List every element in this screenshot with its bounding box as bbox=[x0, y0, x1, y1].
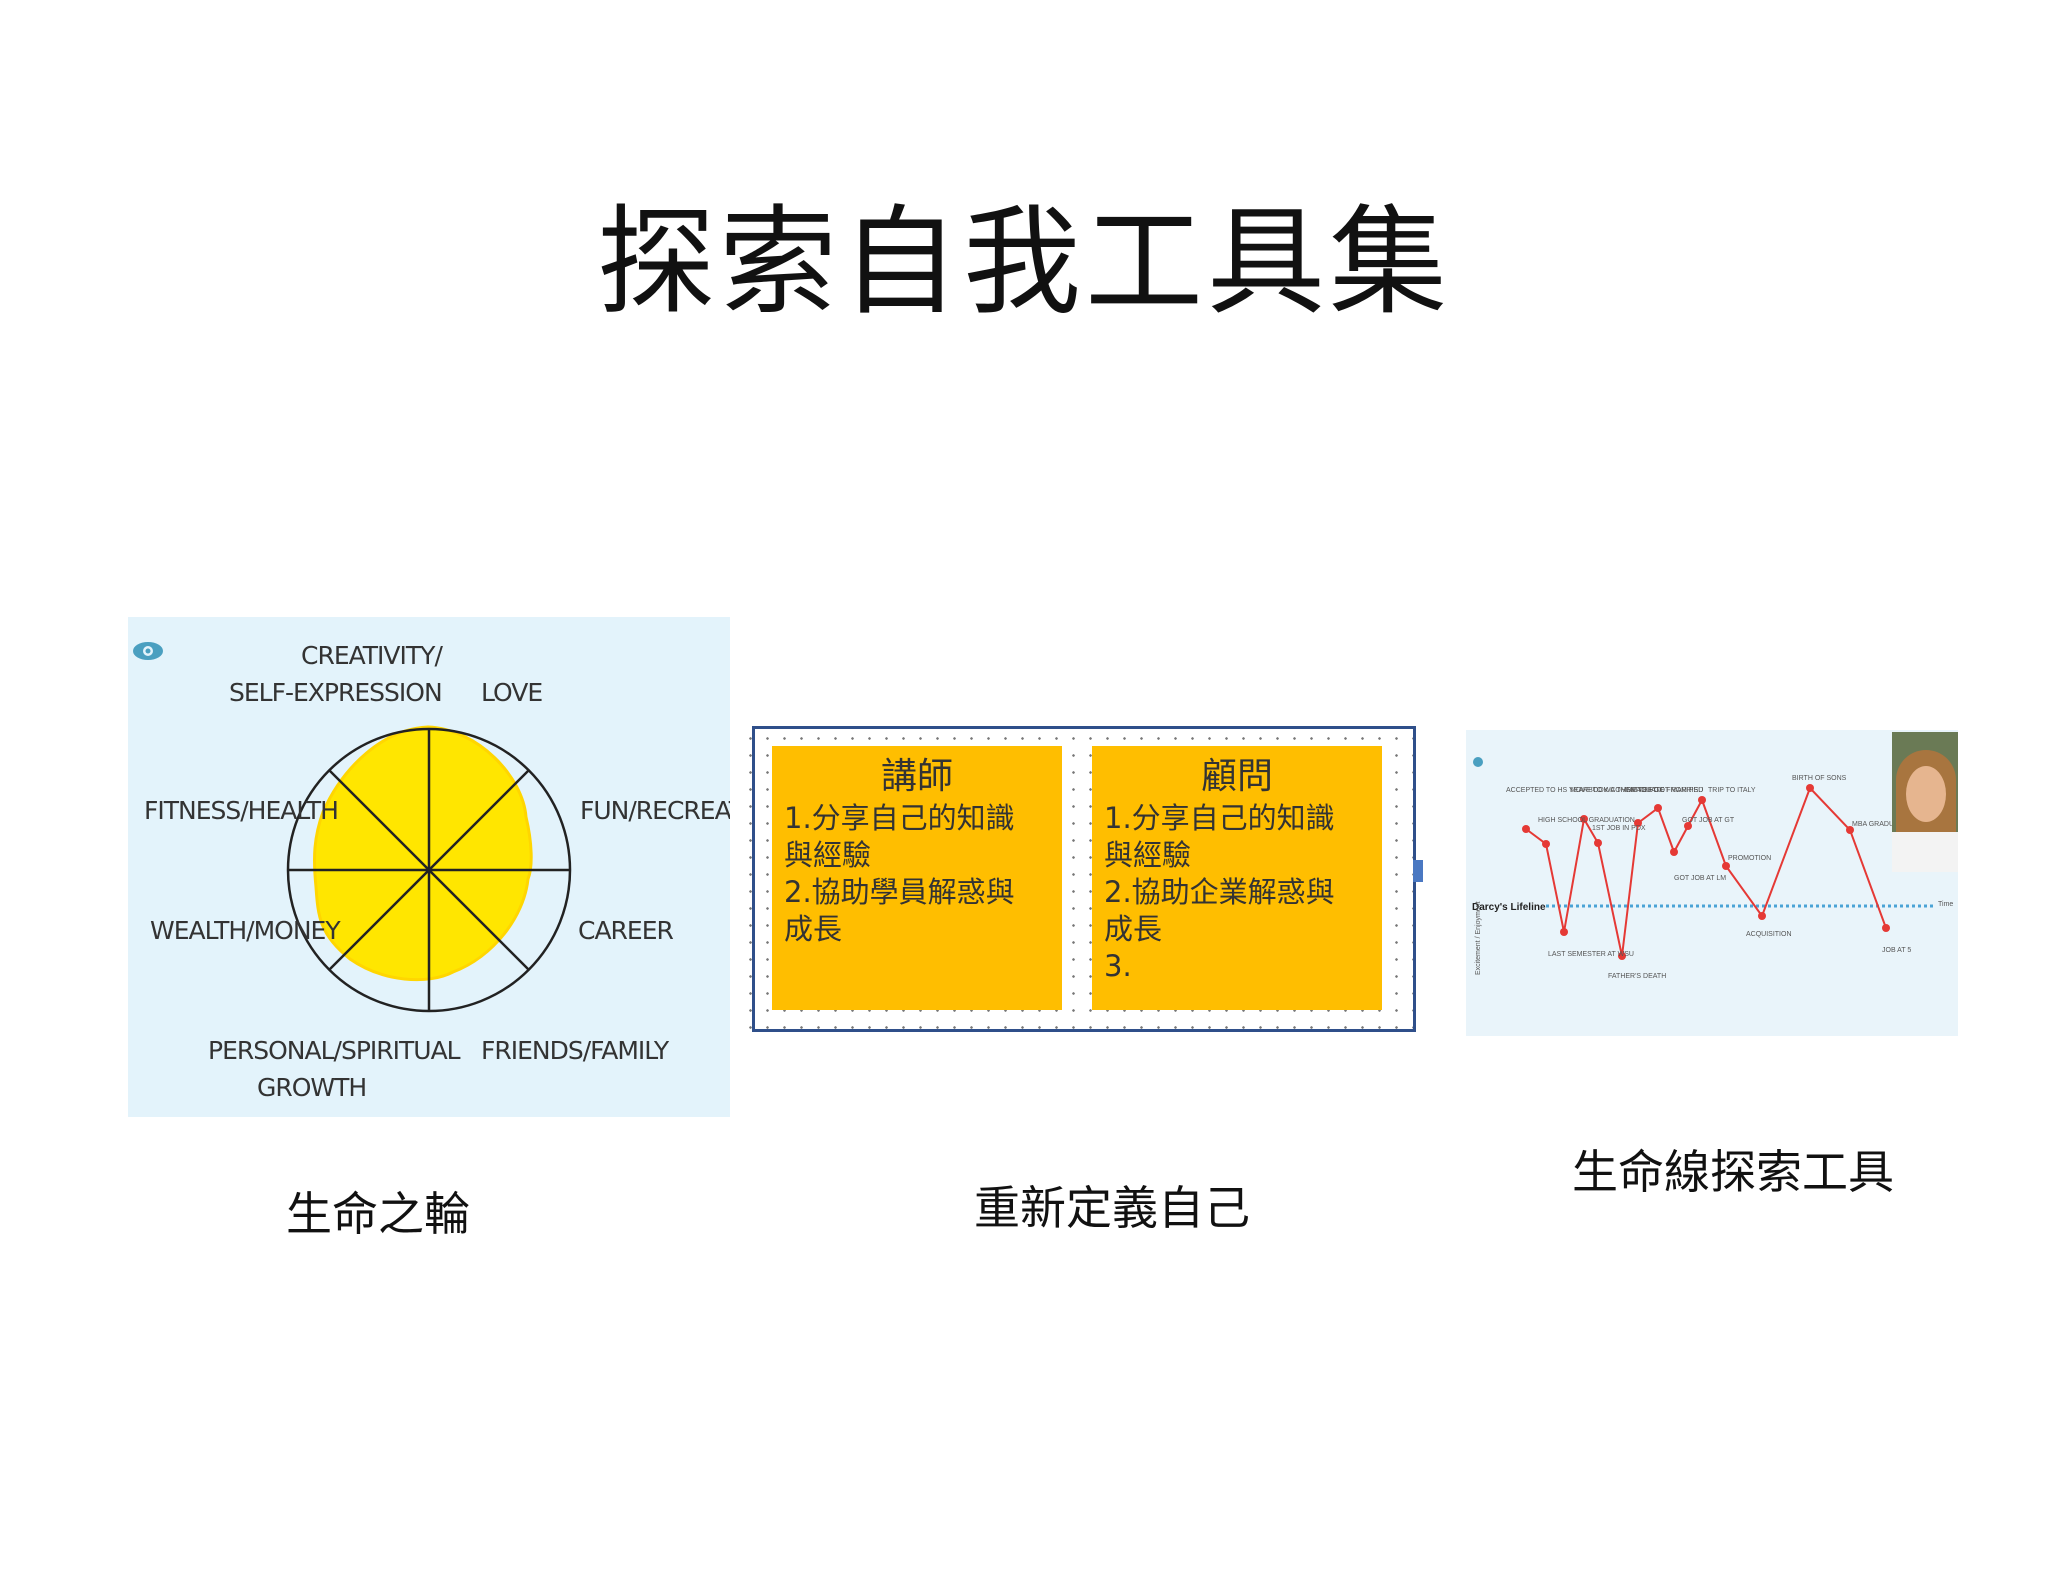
lifeline-event-labels: ACCEPTED TO HS YEARBOOK COMMITTEE HIGH S… bbox=[1506, 775, 1915, 980]
event-label: ACQUISITION bbox=[1746, 931, 1792, 938]
consultant-line: 1.分享自己的知識 bbox=[1104, 801, 1335, 835]
info-icon bbox=[1473, 757, 1483, 767]
label-friends-family: FRIENDS/FAMILY bbox=[481, 1036, 670, 1065]
lecturer-line: 成長 bbox=[784, 912, 843, 946]
lifeline-image: Darcy's Lifeline Time Excitement / Enjoy… bbox=[1466, 730, 1958, 1036]
label-personal-spiritual: PERSONAL/SPIRITUAL bbox=[208, 1036, 461, 1065]
wheel-spokes bbox=[288, 729, 570, 1011]
event-label: HIGH SCHOOL GRADUATION bbox=[1538, 817, 1635, 824]
event-label: GRADUATE FROM PSU bbox=[1626, 787, 1703, 794]
consultant-heading: 顧問 bbox=[1200, 756, 1273, 797]
label-wealth-money: WEALTH/MONEY bbox=[150, 916, 341, 945]
redefine-self-image: 講師 1.分享自己的知識 與經驗 2.協助學員解惑與 成長 顧問 1.分享自己的… bbox=[738, 726, 1424, 1036]
lecturer-line: 1.分享自己的知識 bbox=[784, 801, 1015, 835]
consultant-line: 2.協助企業解惑與 bbox=[1104, 875, 1335, 909]
label-self-expression: SELF-EXPRESSION bbox=[229, 678, 442, 707]
consultant-line: 3. bbox=[1104, 949, 1132, 983]
event-label: GOT MARRIED bbox=[1654, 787, 1703, 794]
person-photo bbox=[1892, 732, 1958, 872]
label-love: LOVE bbox=[481, 678, 542, 707]
lecturer-box: 講師 1.分享自己的知識 與經驗 2.協助學員解惑與 成長 bbox=[772, 746, 1062, 1010]
label-career: CAREER bbox=[578, 916, 674, 945]
event-label: LAST SEMESTER AT WSU bbox=[1548, 951, 1634, 958]
event-label: TRIP TO ITALY bbox=[1708, 787, 1756, 794]
event-label: GOT JOB AT GT bbox=[1682, 817, 1735, 824]
lifeline-path bbox=[1525, 786, 1887, 957]
lifeline-name: Darcy's Lifeline bbox=[1472, 902, 1546, 913]
lecturer-heading: 講師 bbox=[880, 756, 953, 797]
label-creativity: CREATIVITY/ bbox=[301, 641, 443, 670]
x-axis-label: Time bbox=[1938, 901, 1953, 908]
consultant-line: 與經驗 bbox=[1104, 838, 1192, 872]
consultant-line: 成長 bbox=[1104, 912, 1163, 946]
wheel-fill bbox=[312, 725, 533, 982]
label-growth: GROWTH bbox=[257, 1073, 366, 1102]
label-fitness-health: FITNESS/HEALTH bbox=[144, 796, 338, 825]
event-label: ACCEPTED TO HS YEARBOOK COMMITTEE bbox=[1506, 787, 1653, 794]
label-fun-recreation: FUN/RECREATION bbox=[580, 796, 730, 825]
wheel-of-life-image: CREATIVITY/ SELF-EXPRESSION LOVE FUN/REC… bbox=[128, 617, 730, 1117]
lecturer-line: 與經驗 bbox=[784, 838, 872, 872]
event-label: 1ST JOB IN PDX bbox=[1592, 825, 1646, 832]
event-label: PROMOTION bbox=[1728, 855, 1771, 862]
redefine-caption: 重新定義自己 bbox=[974, 1181, 1250, 1235]
event-label: BIRTH OF SONS bbox=[1792, 775, 1847, 782]
lifeline-points bbox=[1522, 784, 1890, 960]
resize-handle bbox=[1413, 860, 1423, 882]
lifeline-caption: 生命線探索工具 bbox=[1572, 1145, 1894, 1199]
eye-icon bbox=[133, 642, 163, 660]
wheel-caption: 生命之輪 bbox=[286, 1187, 470, 1241]
consultant-box: 顧問 1.分享自己的知識 與經驗 2.協助企業解惑與 成長 3. bbox=[1092, 746, 1382, 1010]
y-axis-label: Excitement / Enjoyment bbox=[1475, 901, 1482, 975]
event-label: GOT JOB AT LM bbox=[1674, 875, 1726, 882]
event-label: FATHER'S DEATH bbox=[1608, 973, 1666, 980]
event-label: JOB AT 5 bbox=[1882, 947, 1911, 954]
event-label: MOVE TO WA THEN TO PDX bbox=[1570, 787, 1664, 794]
lecturer-line: 2.協助學員解惑與 bbox=[784, 875, 1015, 909]
event-label: MBA GRADUATION bbox=[1852, 821, 1915, 828]
page-title: 探索自我工具集 bbox=[596, 193, 1451, 331]
